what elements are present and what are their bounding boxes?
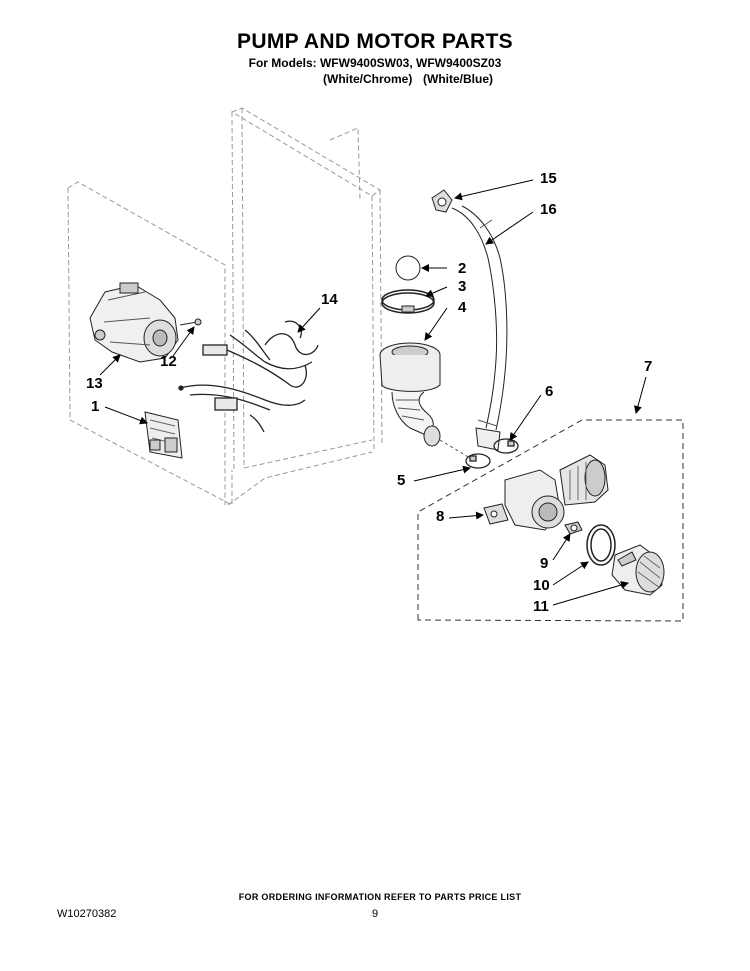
- hose-clamp-top: [431, 189, 453, 213]
- filter-gasket: [586, 524, 616, 566]
- drain-fitting: [564, 521, 583, 535]
- cabinet-outline: [67, 107, 383, 506]
- callout-2: 2: [458, 260, 467, 277]
- color-variant-1: (White/Chrome): [323, 72, 413, 86]
- page-number: 9: [372, 908, 379, 920]
- motor: [89, 282, 179, 363]
- callout-4: 4: [458, 299, 467, 316]
- sump-hose-assembly: [379, 342, 441, 447]
- callout-7: 7: [644, 358, 653, 375]
- models-line: For Models: WFW9400SW03, WFW9400SZ03: [248, 56, 502, 70]
- callout-11: 11: [533, 598, 549, 615]
- callout-6: 6: [545, 383, 554, 400]
- drain-hose: [451, 205, 508, 451]
- callout-8: 8: [436, 508, 445, 525]
- callout-10: 10: [533, 577, 550, 594]
- hose-clamp-upper: [493, 438, 519, 454]
- bolt: [179, 318, 202, 326]
- pump-bracket: [483, 503, 509, 525]
- page-title: PUMP AND MOTOR PARTS: [237, 30, 513, 53]
- wire-harness: [178, 320, 319, 433]
- callout-1: 1: [91, 398, 100, 415]
- callout-3: 3: [458, 278, 467, 295]
- color-variant-2: (White/Blue): [423, 72, 493, 86]
- drain-pump: [504, 454, 609, 531]
- sump-cap: [395, 255, 421, 281]
- pump-assembly-box: [417, 419, 684, 622]
- leader-lines: [99, 179, 647, 606]
- hose-clamp-lower: [465, 453, 491, 469]
- callout-15: 15: [540, 170, 557, 187]
- ordering-note: FOR ORDERING INFORMATION REFER TO PARTS …: [238, 892, 522, 902]
- callout-9: 9: [540, 555, 549, 572]
- pump-filter: [611, 544, 665, 596]
- callout-16: 16: [540, 201, 557, 218]
- motor-control-board: [144, 411, 183, 459]
- callout-5: 5: [397, 472, 406, 489]
- callout-14: 14: [321, 291, 338, 308]
- callout-13: 13: [86, 375, 103, 392]
- ring-clamp: [381, 289, 435, 314]
- document-number: W10270382: [57, 908, 117, 920]
- callout-12: 12: [160, 353, 177, 370]
